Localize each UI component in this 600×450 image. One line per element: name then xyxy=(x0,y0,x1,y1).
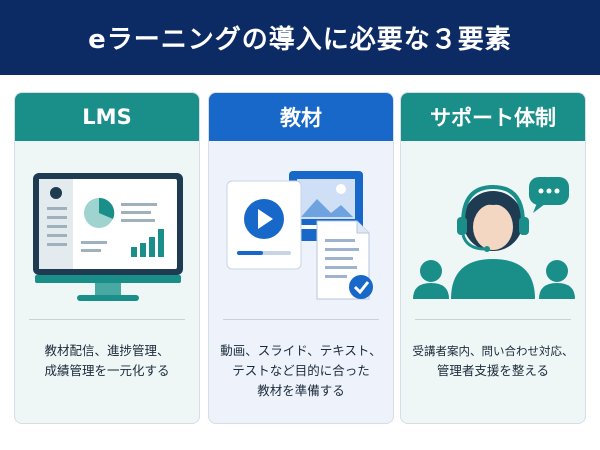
card-lms-heading: LMS xyxy=(15,93,199,141)
card-support: サポート体制 受講者案内、問い合わせ対応、 管理者支援を整える xyxy=(400,92,586,424)
learning-materials-icon xyxy=(226,171,373,300)
card-lms-line-2: 成績管理を一元化する xyxy=(44,363,170,378)
card-materials-line-3: 教材を準備する xyxy=(257,383,345,398)
card-materials-description: 動画、スライド、テキスト、 テストなど目的に合った 教材を準備する xyxy=(215,341,387,401)
card-materials-divider xyxy=(223,319,379,320)
card-materials-heading: 教材 xyxy=(209,93,393,141)
card-materials: 教材 動画、スライド、テキスト、 テストなど目的に合った 教材を準備する xyxy=(208,92,394,424)
monitor-dashboard-icon xyxy=(33,173,183,301)
card-support-heading: サポート体制 xyxy=(401,93,585,141)
card-materials-line-1: 動画、スライド、テキスト、 xyxy=(220,343,382,358)
card-support-line-1: 受講者案内、問い合わせ対応、 xyxy=(412,344,574,358)
card-lms: LMS 教材配信、進捗管理、 成績管理を一元化する xyxy=(14,92,200,424)
card-support-divider xyxy=(415,319,571,320)
page-title: eラーニングの導入に必要な３要素 xyxy=(0,0,600,75)
card-lms-line-1: 教材配信、進捗管理、 xyxy=(44,343,170,358)
support-team-icon xyxy=(413,177,575,299)
card-materials-line-2: テストなど目的に合った xyxy=(232,363,370,378)
card-support-line-2: 管理者支援を整える xyxy=(436,363,550,378)
card-lms-divider xyxy=(29,319,185,320)
card-support-description: 受講者案内、問い合わせ対応、 管理者支援を整える xyxy=(407,341,579,381)
card-lms-description: 教材配信、進捗管理、 成績管理を一元化する xyxy=(21,341,193,381)
